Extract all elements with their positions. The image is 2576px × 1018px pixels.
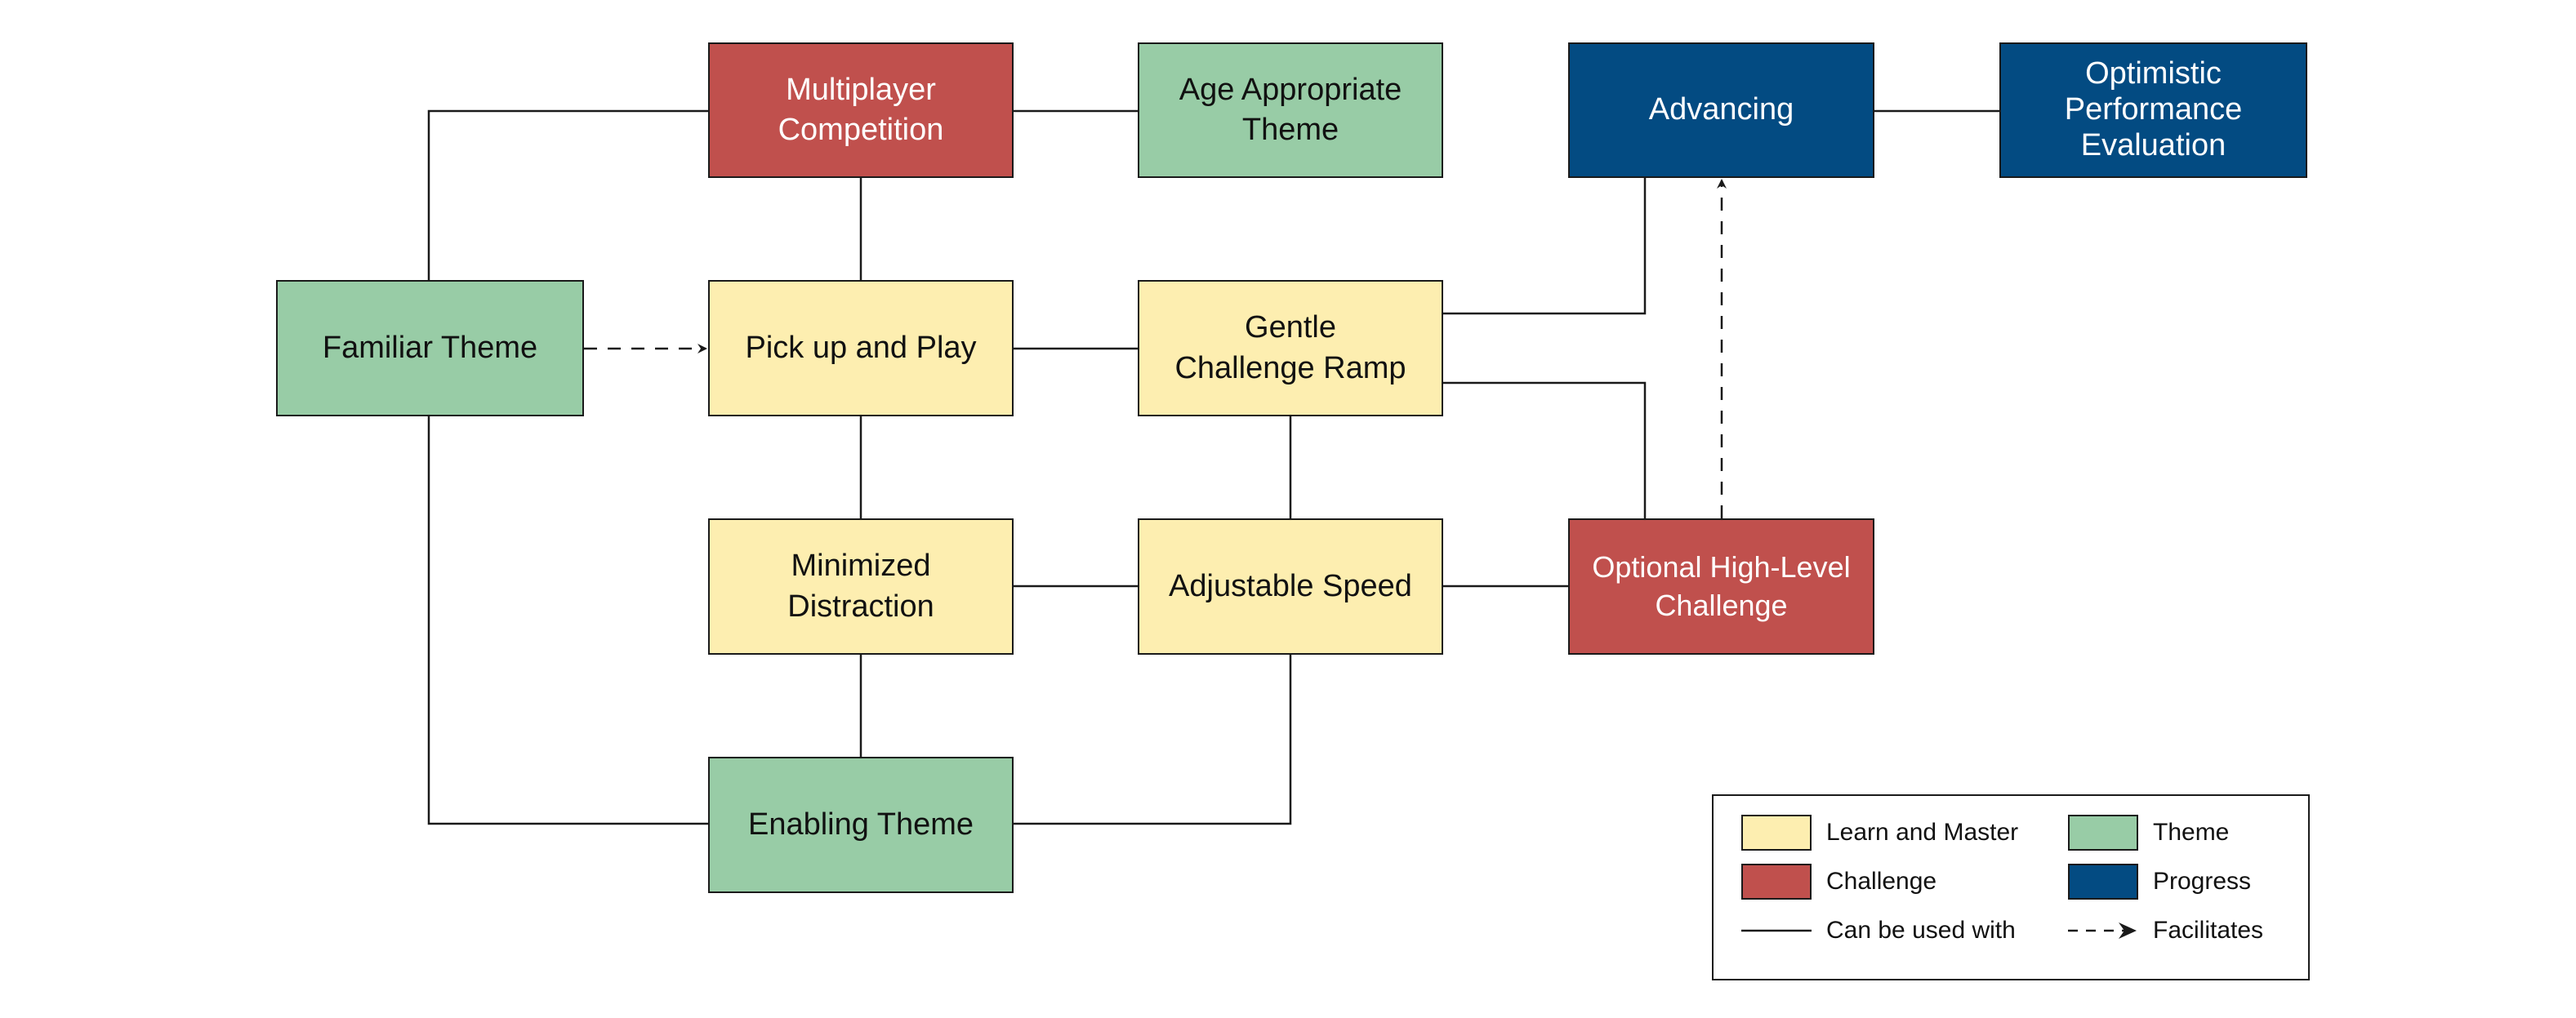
legend-label-progress: Progress [2153, 868, 2252, 895]
node-optional-high-level-challenge: Optional High-Level Challenge [1568, 518, 1874, 655]
legend-label-challenge: Challenge [1826, 868, 1937, 895]
legend-dashed-arrow-icon [2068, 922, 2137, 939]
legend-label-can-be-used-with: Can be used with [1826, 917, 2016, 944]
node-optimistic-performance-evaluation: Optimistic Performance Evaluation [1999, 42, 2307, 178]
link-gentle-to-advancing [1443, 178, 1647, 315]
legend-swatch-challenge [1741, 864, 1812, 900]
legend-solid-line-icon [1741, 929, 1812, 932]
node-age-appropriate-theme: Age Appropriate Theme [1138, 42, 1443, 178]
legend-label-learn-and-master: Learn and Master [1826, 819, 2019, 846]
link-gentle-to-optional [1443, 381, 1647, 518]
legend-swatch-theme [2068, 815, 2138, 851]
node-multiplayer-competition: Multiplayer Competition [708, 42, 1014, 178]
link-familiar-to-multiplayer [427, 109, 708, 280]
node-pick-up-and-play: Pick up and Play [708, 280, 1014, 416]
node-advancing: Advancing [1568, 42, 1874, 178]
link-familiar-to-enabling [427, 416, 708, 825]
link-enabling-to-adjustable [1014, 655, 1292, 825]
legend-swatch-progress [2068, 864, 2138, 900]
node-minimized-distraction: Minimized Distraction [708, 518, 1014, 655]
node-familiar-theme: Familiar Theme [276, 280, 584, 416]
legend: Learn and Master Theme Challenge Progres… [1712, 794, 2310, 980]
node-gentle-challenge-ramp: Gentle Challenge Ramp [1138, 280, 1443, 416]
node-adjustable-speed: Adjustable Speed [1138, 518, 1443, 655]
legend-swatch-learn-and-master [1741, 815, 1812, 851]
legend-label-facilitates: Facilitates [2153, 917, 2264, 944]
node-enabling-theme: Enabling Theme [708, 757, 1014, 893]
legend-label-theme: Theme [2153, 819, 2230, 846]
